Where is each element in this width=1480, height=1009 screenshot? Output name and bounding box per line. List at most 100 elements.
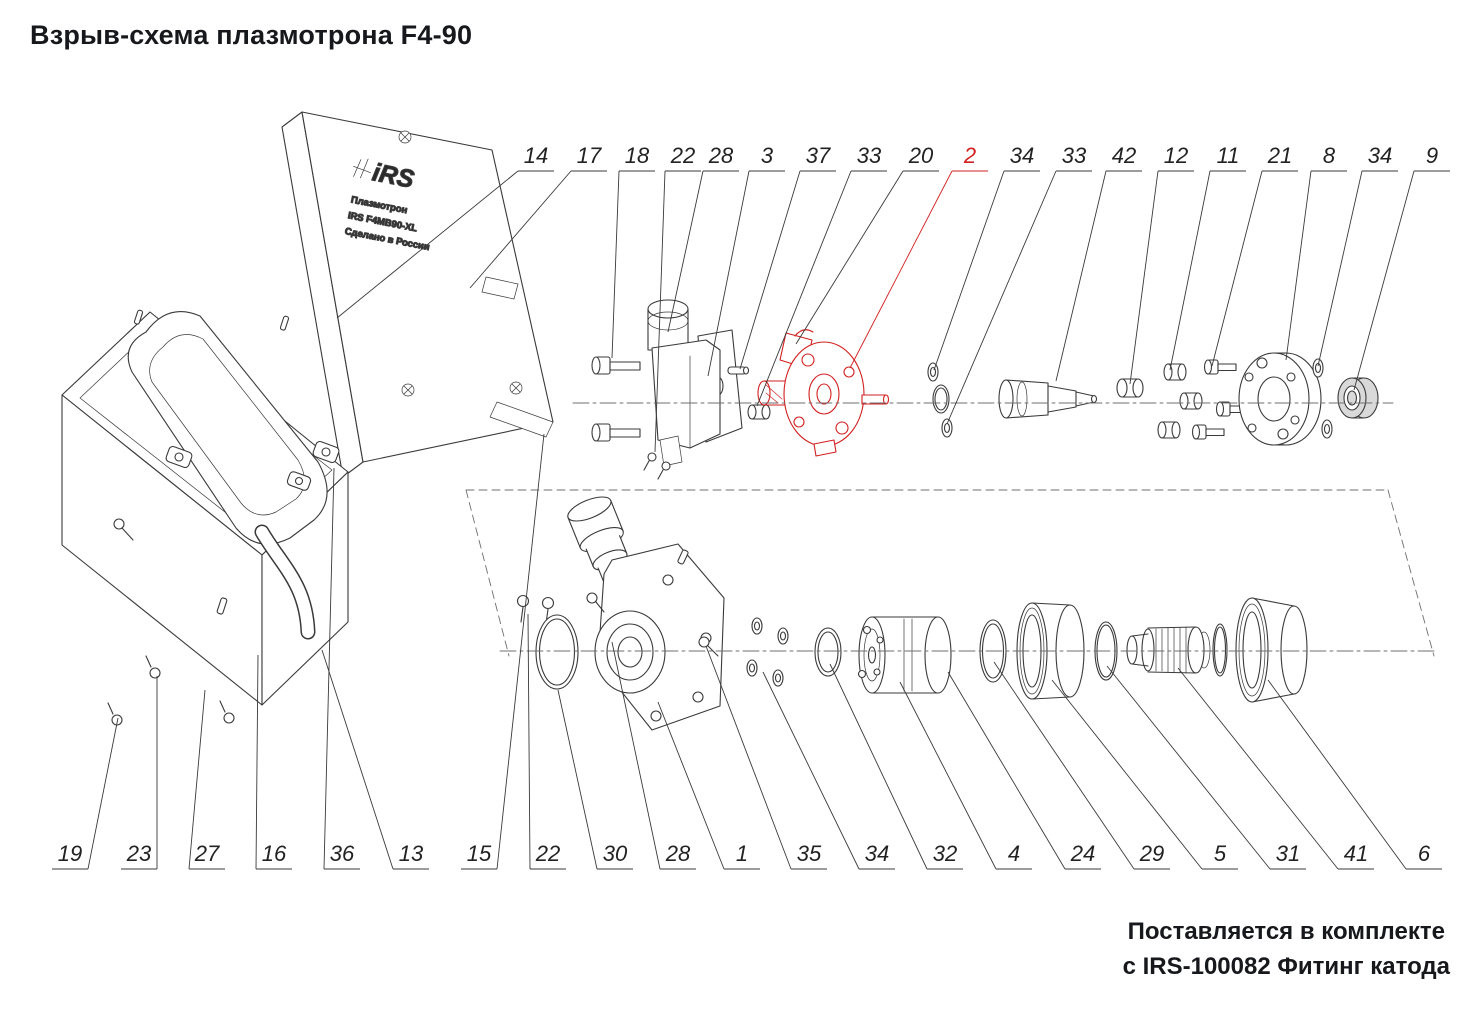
callout-top-34: 34 <box>1317 143 1398 367</box>
mount-flange <box>1238 352 1322 446</box>
callout-top-33: 33 <box>946 143 1092 425</box>
part-number-label: 3 <box>761 143 774 168</box>
part-number-label: 33 <box>1062 143 1087 168</box>
callout-bottom-5: 5 <box>1051 679 1238 870</box>
washer <box>777 627 789 645</box>
kit-note-line2: с IRS-100082 Фитинг катода <box>1122 953 1450 981</box>
screw <box>516 594 530 623</box>
callout-top-18: 18 <box>611 143 655 359</box>
part-number-label: 19 <box>58 841 82 866</box>
part-number-label: 23 <box>126 841 152 866</box>
part-number-label: 11 <box>1217 143 1240 168</box>
socket-screw <box>591 423 641 442</box>
cathode-body <box>998 379 1098 419</box>
callout-bottom-1: 1 <box>657 701 760 870</box>
cathode-fitting-highlighted <box>757 329 890 457</box>
washer <box>941 418 953 438</box>
callout-top-37: 37 <box>739 143 836 370</box>
clamp <box>165 445 193 469</box>
washer <box>1312 358 1324 378</box>
screw-with-washer <box>643 452 657 471</box>
part-number-label: 34 <box>1368 143 1392 168</box>
callout-bottom-34: 34 <box>762 671 895 870</box>
screw <box>586 592 605 613</box>
kit-note-line1: Поставляется в комплекте <box>1127 918 1445 946</box>
cover-plate: iRS Плазмотрон IRS F4MB90-XL Сделано в Р… <box>281 111 554 478</box>
callout-bottom-19: 19 <box>52 717 119 870</box>
pin <box>133 309 144 325</box>
callout-top-8: 8 <box>1285 143 1347 361</box>
bearing <box>1337 377 1379 419</box>
callout-top-42: 42 <box>1055 143 1142 382</box>
part-number-label: 22 <box>670 143 695 168</box>
callout-bottom-36: 36 <box>323 467 360 870</box>
part-number-label: 6 <box>1418 841 1431 866</box>
section-boundary <box>465 489 1435 657</box>
part-number-label: 17 <box>577 143 602 168</box>
upper-assembly <box>572 299 1394 480</box>
callout-bottom-31: 31 <box>1106 665 1306 870</box>
part-number-label: 16 <box>262 841 287 866</box>
part-number-label: 28 <box>665 841 691 866</box>
callout-bottom-27: 27 <box>188 689 225 870</box>
callout-bottom-23: 23 <box>121 676 158 870</box>
torch-head-block <box>586 543 725 731</box>
handle-assembly <box>61 309 349 726</box>
part-number-label: 1 <box>736 841 748 866</box>
solenoid-valve <box>647 299 721 467</box>
part-number-label: 27 <box>194 841 220 866</box>
fitting <box>747 404 771 420</box>
callout-bottom-41: 41 <box>1177 667 1374 870</box>
part-number-label: 14 <box>524 143 548 168</box>
screw-with-washer <box>657 461 671 480</box>
washer <box>1321 419 1333 439</box>
callout-bottom-30: 30 <box>557 689 633 870</box>
callout-top-2: 2 <box>849 143 988 369</box>
part-number-label: 42 <box>1112 143 1136 168</box>
part-number-label: 34 <box>1010 143 1034 168</box>
part-number-label: 20 <box>908 143 934 168</box>
bushing <box>1157 421 1181 439</box>
washer <box>927 362 939 382</box>
callout-top-34: 34 <box>933 143 1040 371</box>
part-number-label: 9 <box>1426 143 1438 168</box>
callout-bottom-6: 6 <box>1267 679 1442 870</box>
callout-top-22: 22 <box>654 143 701 453</box>
plate-screw <box>398 130 412 144</box>
part-number-label: 30 <box>603 841 628 866</box>
part-number-label: 29 <box>1139 841 1164 866</box>
callout-top-11: 11 <box>1169 143 1246 371</box>
page-title: Взрыв-схема плазмотрона F4-90 <box>30 20 473 50</box>
anode-block <box>857 616 952 694</box>
part-number-label: 12 <box>1164 143 1188 168</box>
part-number-label: 37 <box>806 143 831 168</box>
brand-glyph-icon <box>353 158 371 179</box>
callout-bottom-32: 32 <box>829 663 963 870</box>
callout-top-33: 33 <box>756 143 887 407</box>
bushing <box>1116 378 1144 398</box>
callout-bottom-35: 35 <box>705 645 827 870</box>
callout-top-20: 20 <box>795 143 939 345</box>
plate-screw <box>509 381 523 395</box>
callout-bottom-24: 24 <box>947 671 1101 870</box>
callout-top-14: 14 <box>336 143 554 319</box>
part-number-label: 21 <box>1267 143 1292 168</box>
bushing <box>1179 392 1203 410</box>
o-ring <box>932 384 950 414</box>
socket-screw-small <box>1203 359 1237 375</box>
part-number-label: 2 <box>963 143 976 168</box>
part-number-label: 5 <box>1214 841 1227 866</box>
washer <box>772 669 784 687</box>
callout-bottom-29: 29 <box>993 661 1170 870</box>
washer <box>751 617 763 635</box>
callout-bottom-16: 16 <box>255 654 292 870</box>
pin <box>727 366 750 375</box>
part-number-label: 28 <box>708 143 734 168</box>
bushing <box>1163 363 1187 381</box>
part-number-label: 36 <box>330 841 355 866</box>
screw <box>219 700 235 724</box>
part-number-label: 22 <box>535 841 560 866</box>
part-number-label: 15 <box>467 841 492 866</box>
part-number-label: 18 <box>625 143 650 168</box>
